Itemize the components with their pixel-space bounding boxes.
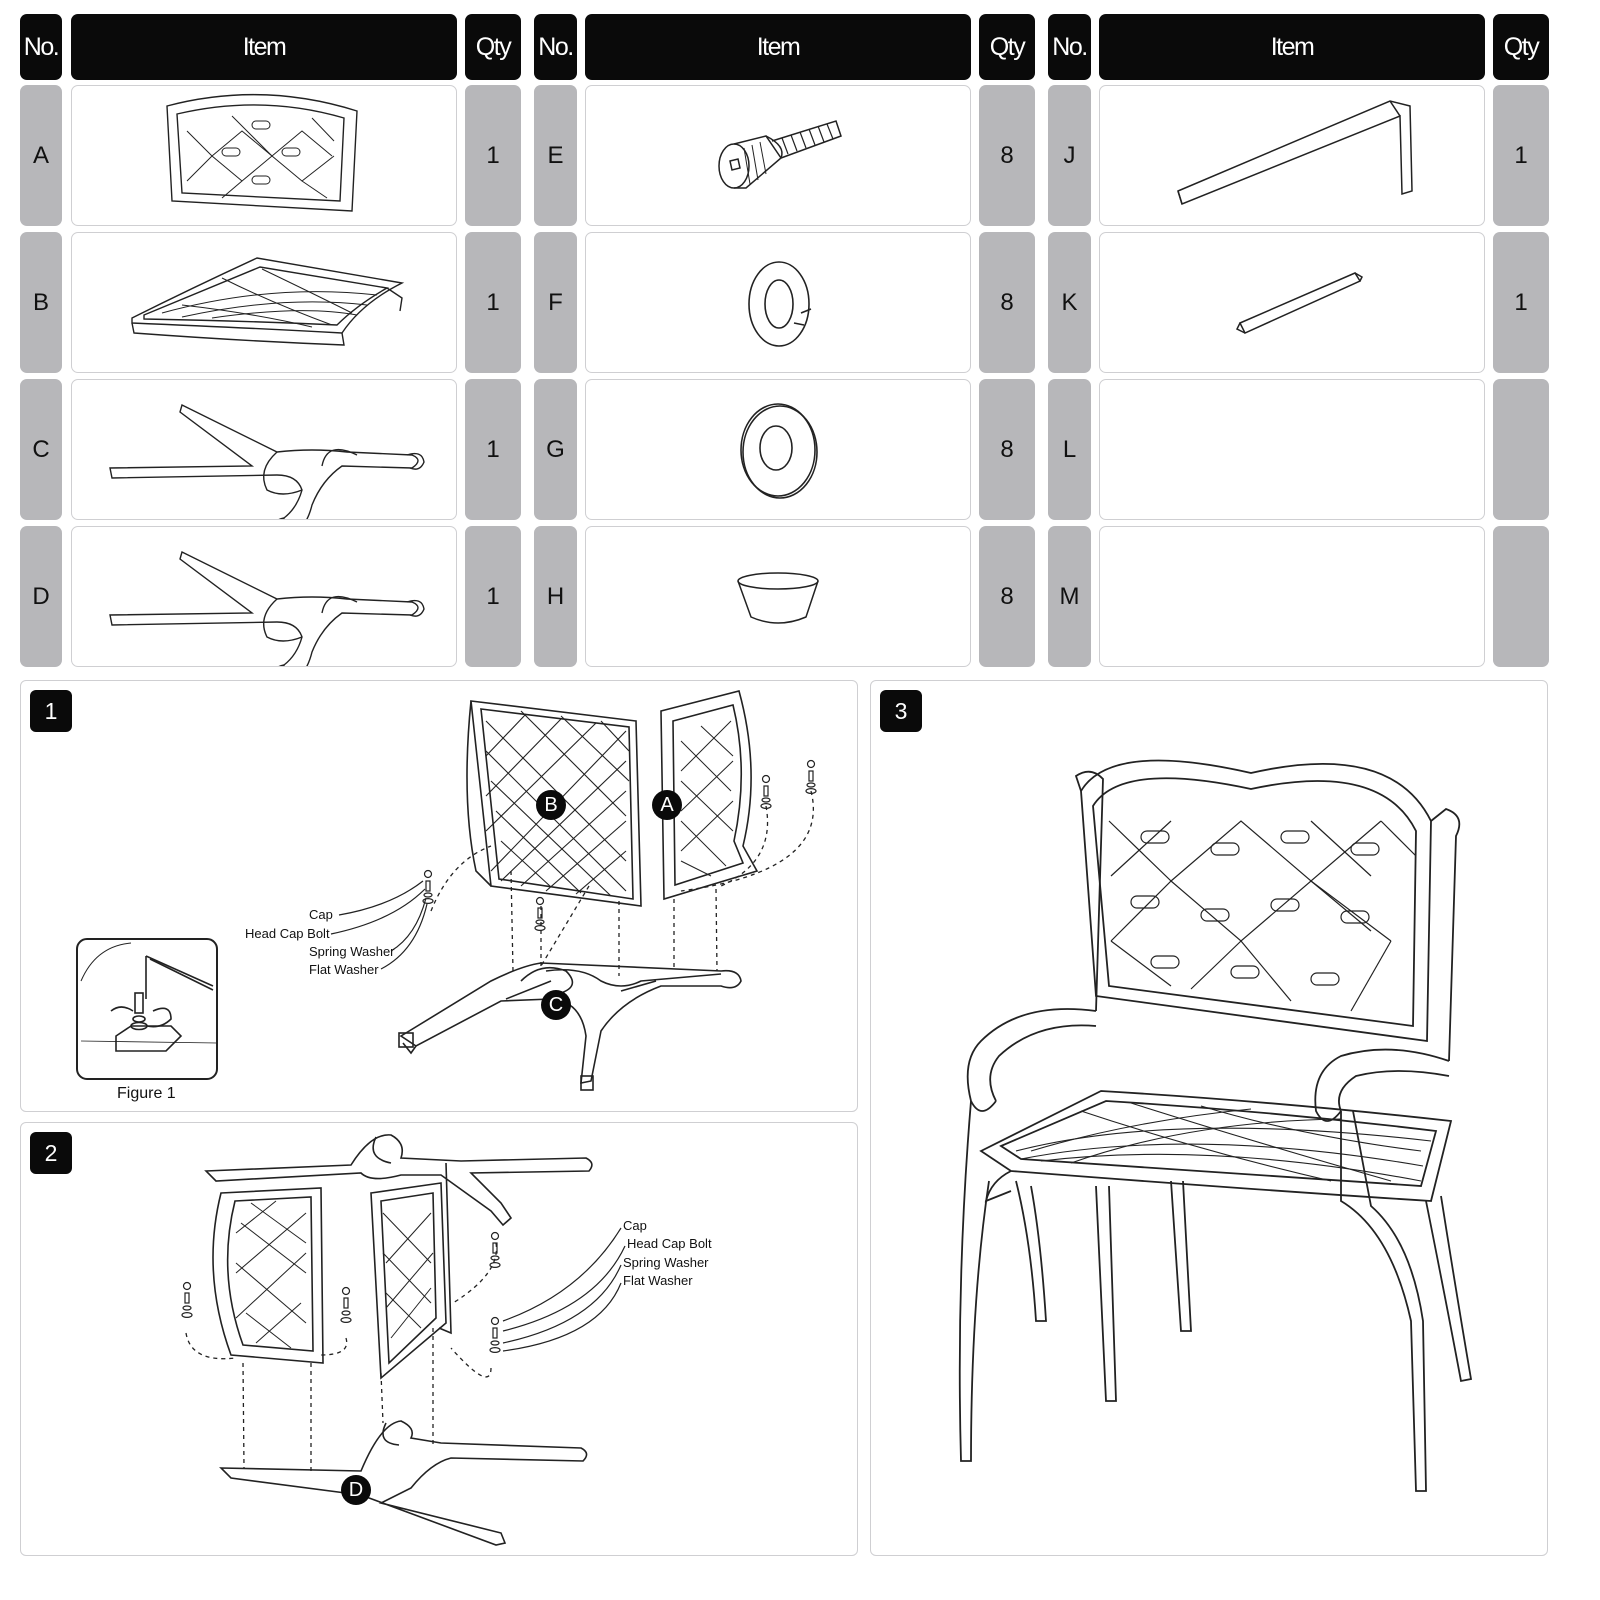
step-1-panel: 1	[20, 680, 858, 1112]
column-header-item: Item	[71, 14, 457, 80]
column-header-qty: Qty	[465, 14, 521, 80]
part-quantity	[1493, 526, 1549, 667]
spring-washer-icon	[748, 261, 812, 347]
back-part-a	[212, 1187, 324, 1364]
part-quantity: 8	[979, 232, 1035, 373]
cap-icon	[737, 572, 819, 624]
seat-icon	[131, 257, 405, 346]
step-1-illustration	[76, 690, 817, 1091]
column-header-item: Item	[1099, 14, 1485, 80]
hardware-stack	[422, 759, 817, 932]
part-illustration-cell	[1099, 232, 1485, 373]
part-marker-b: B	[536, 790, 566, 820]
callout-spring-washer: Spring Washer	[309, 944, 395, 959]
back-lattice	[1108, 820, 1417, 1012]
frame-part-c	[398, 962, 742, 1091]
seat-part-b	[370, 1162, 452, 1380]
part-illustration-cell	[1099, 526, 1485, 667]
column-header-item: Item	[585, 14, 971, 80]
column-header-qty: Qty	[979, 14, 1035, 80]
part-letter: G	[534, 379, 577, 520]
part-quantity: 8	[979, 85, 1035, 226]
part-letter: D	[20, 526, 62, 667]
back-part-a	[660, 690, 759, 901]
part-letter: C	[20, 379, 62, 520]
part-letter: B	[20, 232, 62, 373]
step-number: 2	[30, 1132, 72, 1174]
part-quantity: 8	[979, 526, 1035, 667]
part-letter: M	[1048, 526, 1091, 667]
part-illustration-cell	[71, 232, 457, 373]
seat-lattice	[1015, 1102, 1432, 1182]
part-letter: F	[534, 232, 577, 373]
part-marker-d: D	[341, 1475, 371, 1505]
part-quantity: 1	[1493, 85, 1549, 226]
callout-head-cap-bolt: Head Cap Bolt	[627, 1236, 712, 1251]
part-illustration-cell	[71, 85, 457, 226]
part-quantity: 1	[465, 379, 521, 520]
callout-spring-washer: Spring Washer	[623, 1255, 709, 1270]
part-letter: H	[534, 526, 577, 667]
part-illustration-cell	[585, 379, 971, 520]
seat-part-b	[466, 700, 642, 907]
column-header-no: No.	[20, 14, 62, 80]
part-quantity: 8	[979, 379, 1035, 520]
callout-head-cap-bolt: Head Cap Bolt	[245, 926, 330, 941]
flat-washer-icon	[740, 403, 818, 499]
part-illustration-cell	[585, 232, 971, 373]
step-number: 3	[880, 690, 922, 732]
part-illustration-cell	[71, 526, 457, 667]
part-letter: L	[1048, 379, 1091, 520]
side-frame-icon	[109, 551, 425, 666]
part-letter: J	[1048, 85, 1091, 226]
callout-cap: Cap	[309, 907, 333, 922]
step-2-illustration	[181, 1134, 626, 1546]
part-quantity: 1	[465, 85, 521, 226]
figure-1-inset	[76, 938, 218, 1080]
column-header-no: No.	[534, 14, 577, 80]
callout-cap: Cap	[623, 1218, 647, 1233]
part-letter: K	[1048, 232, 1091, 373]
column-header-no: No.	[1048, 14, 1091, 80]
part-illustration-cell	[585, 526, 971, 667]
frame-part-d-bottom	[219, 1420, 588, 1546]
part-quantity: 1	[465, 526, 521, 667]
callout-flat-washer: Flat Washer	[623, 1273, 693, 1288]
part-quantity: 1	[1493, 232, 1549, 373]
part-illustration-cell	[585, 85, 971, 226]
part-letter: E	[534, 85, 577, 226]
part-quantity: 1	[465, 232, 521, 373]
part-illustration-cell	[1099, 85, 1485, 226]
part-quantity	[1493, 379, 1549, 520]
frame-part-d-top	[204, 1134, 593, 1227]
part-marker-a: A	[652, 790, 682, 820]
part-illustration-cell	[71, 379, 457, 520]
step-3-panel: 3	[870, 680, 1548, 1556]
column-header-qty: Qty	[1493, 14, 1549, 80]
callout-flat-washer: Flat Washer	[309, 962, 379, 977]
side-frame-icon	[109, 404, 425, 519]
assembled-chair-illustration	[958, 759, 1473, 1492]
part-illustration-cell	[1099, 379, 1485, 520]
figure-caption: Figure 1	[117, 1085, 176, 1102]
part-letter: A	[20, 85, 62, 226]
allen-key-icon	[1177, 100, 1413, 206]
back-panel-icon	[166, 93, 358, 212]
part-marker-c: C	[541, 990, 571, 1020]
step-number: 1	[30, 690, 72, 732]
bolt-icon	[718, 120, 842, 189]
hardware-stack	[181, 1231, 501, 1354]
step-2-panel: 2	[20, 1122, 858, 1556]
hex-bit-icon	[1235, 272, 1363, 334]
